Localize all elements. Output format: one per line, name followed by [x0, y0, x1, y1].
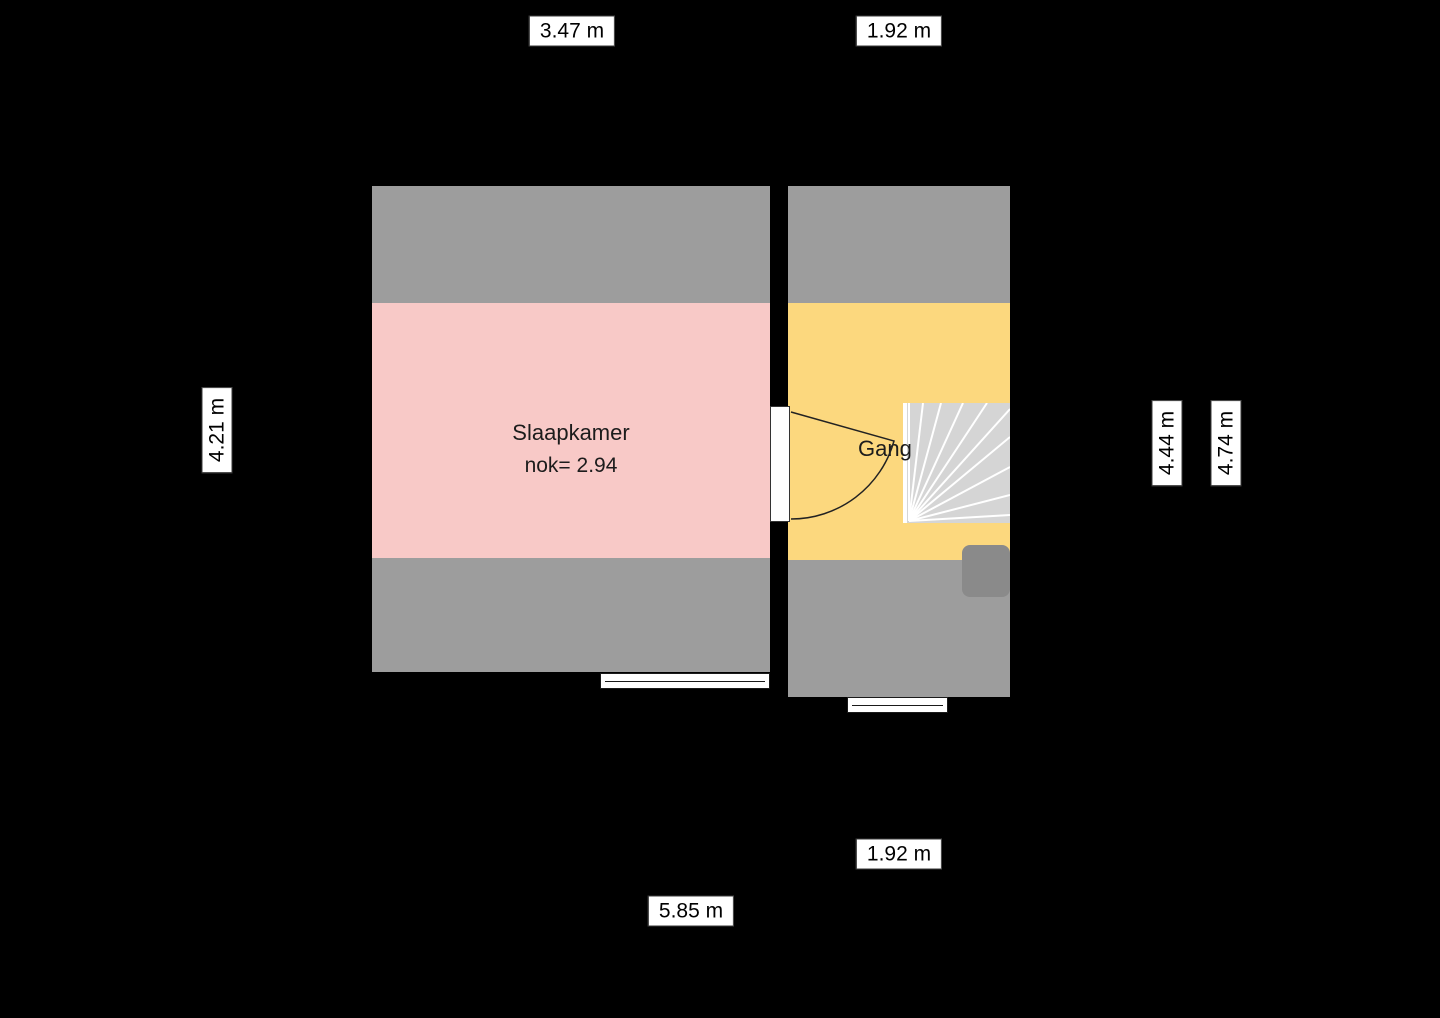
room-slaapkamer-floor: [372, 303, 770, 558]
door-frame: [770, 406, 790, 522]
dim-top-gang: 1.92 m: [855, 15, 943, 47]
dim-top-slaapkamer: 3.47 m: [528, 15, 616, 47]
staircase-treads-icon: [908, 403, 1010, 522]
room-slaapkamer-label: Slaapkamer nok= 2.94: [372, 416, 770, 483]
dim-bottom-gang: 1.92 m: [855, 838, 943, 870]
door-swing-icon: [790, 411, 895, 520]
room-gang-name: Gang: [858, 436, 912, 461]
window-slaapkamer-glass: [605, 681, 765, 682]
room-slaapkamer-note: nok= 2.94: [524, 454, 618, 478]
window-gang: [847, 697, 948, 713]
dim-right-gang-inner: 4.44 m: [1151, 399, 1183, 487]
window-slaapkamer: [600, 673, 770, 689]
room-slaapkamer-name: Slaapkamer: [512, 420, 630, 445]
chimney: [962, 545, 1010, 597]
room-slaapkamer: Slaapkamer nok= 2.94: [372, 186, 770, 672]
dim-left-slaapkamer: 4.21 m: [201, 386, 233, 474]
room-gang-label: Gang: [858, 432, 912, 466]
dim-right-gang-outer: 4.74 m: [1210, 399, 1242, 487]
window-gang-glass: [852, 705, 943, 706]
room-gang: Gang: [788, 186, 1010, 697]
dim-bottom-total: 5.85 m: [647, 895, 735, 927]
staircase: [903, 403, 1010, 523]
